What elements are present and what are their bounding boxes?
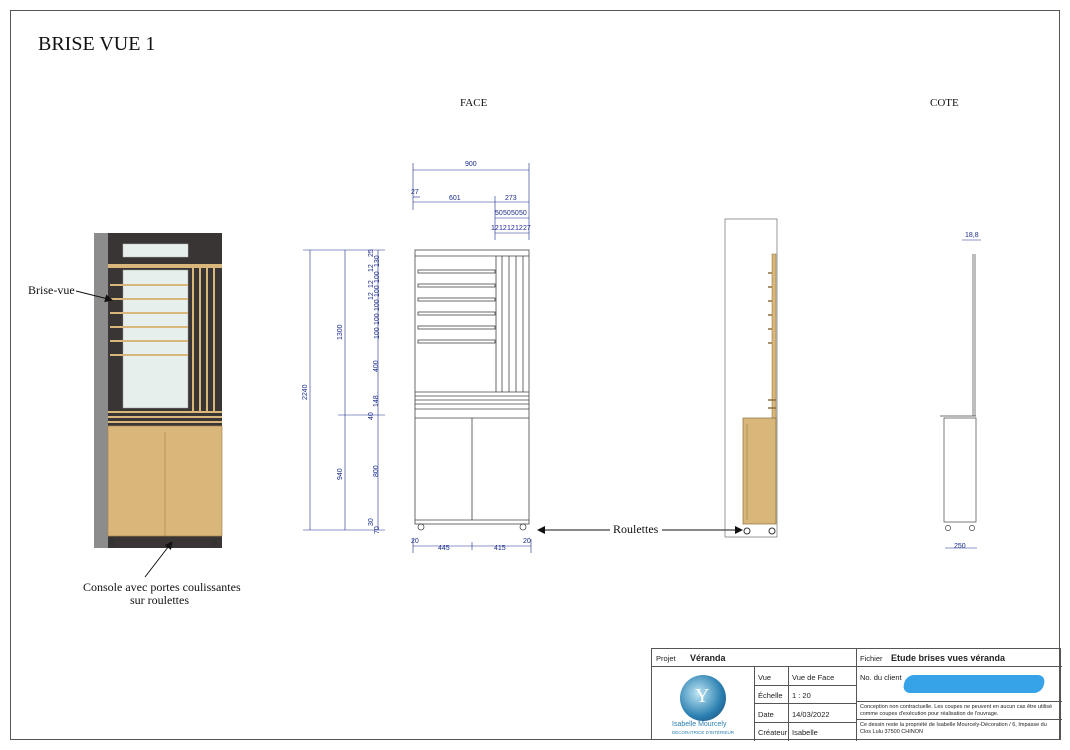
svg-text:30: 30 [368, 518, 375, 526]
logo-subtitle: DÉCORATRICE D'INTÉRIEUR [672, 730, 735, 735]
side-view-colored [724, 218, 778, 538]
dimension-labels: 900 27 601 273 50 50 50 50 12 12 12 12 2… [302, 161, 979, 552]
view-label-face: FACE [460, 97, 488, 109]
title-block: Projet Véranda Fichier Etude brises vues… [651, 648, 1062, 741]
dim-12c: 12 [507, 225, 515, 232]
face-elevation [414, 249, 530, 531]
dim-20b: 20 [523, 538, 531, 545]
svg-text:400: 400 [373, 360, 380, 372]
callout-roulettes: Roulettes [613, 522, 659, 536]
dim-27: 27 [411, 189, 419, 196]
createur-label: Créateur [758, 728, 788, 737]
projet-label: Projet [656, 654, 676, 663]
vue-label: Vue [758, 673, 772, 682]
redaction-mark [902, 675, 1046, 693]
date-value: 14/03/2022 [792, 710, 830, 719]
svg-text:25: 25 [368, 249, 375, 257]
echelle-label: Échelle [758, 691, 783, 700]
svg-text:800: 800 [373, 465, 380, 477]
svg-text:130: 130 [374, 255, 381, 267]
dim-273: 273 [505, 195, 517, 202]
note-conception: Conception non contractuelle. Les coupes… [860, 704, 1053, 717]
dim-12b: 12 [499, 225, 507, 232]
date-label: Date [758, 710, 774, 719]
render-view [94, 233, 223, 548]
svg-text:40: 40 [368, 412, 375, 420]
vue-value: Vue de Face [792, 673, 835, 682]
svg-text:100: 100 [374, 327, 381, 339]
fichier-label: Fichier [860, 654, 883, 663]
svg-text:100: 100 [374, 285, 381, 297]
page-title: BRISE VUE 1 [38, 33, 156, 55]
echelle-value: 1 : 20 [792, 691, 811, 700]
dim-12d: 12 [515, 225, 523, 232]
dim-445: 445 [438, 545, 450, 552]
dim-50d: 50 [519, 210, 527, 217]
svg-text:12: 12 [368, 264, 375, 272]
dim-1300: 1300 [337, 324, 344, 340]
client-label: No. du client [860, 673, 902, 682]
logo-emblem: Y [680, 675, 726, 721]
view-label-cote: COTE [930, 97, 959, 109]
dim-601: 601 [449, 195, 461, 202]
dim-2240: 2240 [302, 384, 309, 400]
note-propriete: Ce dessin reste la propriété de Isabelle… [860, 722, 1047, 735]
dimension-lines [303, 163, 981, 553]
dim-50b: 50 [503, 210, 511, 217]
drawing-sheet [10, 10, 1060, 740]
createur-value: Isabelle [792, 728, 818, 737]
dim-18-8: 18,8 [965, 232, 979, 239]
fichier-value: Etude brises vues véranda [891, 653, 1006, 663]
svg-text:100: 100 [374, 313, 381, 325]
cote-elevation [940, 254, 977, 531]
callout-console-line1: Console avec portes coulissantes [83, 580, 241, 594]
svg-text:148: 148 [373, 395, 380, 407]
svg-text:100: 100 [374, 271, 381, 283]
callout-brise-vue: Brise-vue [28, 283, 75, 297]
dim-415: 415 [494, 545, 506, 552]
dim-20a: 20 [411, 538, 419, 545]
svg-text:12: 12 [368, 280, 375, 288]
dim-940: 940 [337, 468, 344, 480]
svg-text:100: 100 [374, 299, 381, 311]
svg-text:12: 12 [368, 292, 375, 300]
dim-50c: 50 [511, 210, 519, 217]
dim-12a: 12 [491, 225, 499, 232]
dim-50a: 50 [495, 210, 503, 217]
dim-27b: 27 [523, 225, 531, 232]
projet-value: Véranda [690, 653, 726, 663]
callout-console-line2: sur roulettes [130, 593, 189, 607]
dim-900: 900 [465, 161, 477, 168]
logo-name: Isabelle Mourcely [672, 721, 727, 728]
dim-250: 250 [954, 543, 966, 550]
svg-text:70: 70 [374, 526, 381, 534]
